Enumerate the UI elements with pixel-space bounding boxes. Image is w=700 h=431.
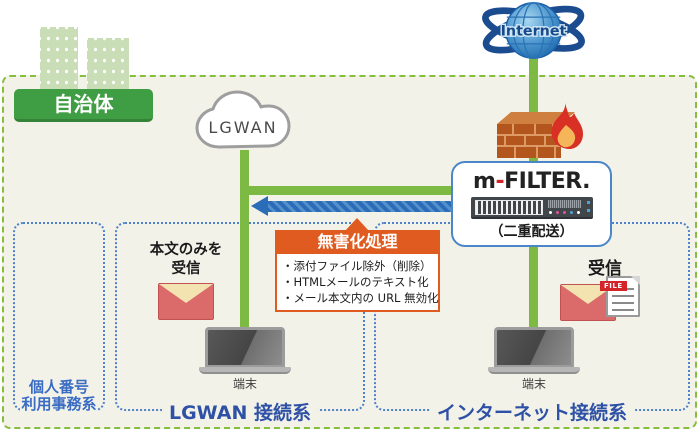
sanitize-item: ・添付ファイル除外（削除） [282,259,432,273]
server-mesh [547,200,581,208]
sanitize-item: ・メール本文内の URL 無効化 [282,291,439,305]
personal-number-zone-label: 個人番号 利用事務系 [10,378,108,413]
internet-segment-label-text: インターネット接続系 [429,402,634,424]
attachment-document-icon [606,276,640,317]
dual-delivery-caption: （二重配送） [489,224,574,240]
server-vents [474,200,543,215]
server-edge-leds [586,201,590,215]
lgwan-segment-label-text: LGWAN 接続系 [161,402,319,424]
municipality-badge: 自治体 [14,89,153,122]
terminal-label: 端末 [521,377,546,391]
mfilter-logo-hyphen: - [495,169,505,194]
mfilter-logo-m: m [473,169,496,194]
receive-body-only-label: 本文のみを 受信 [136,241,236,279]
file-badge: FILE [600,281,627,291]
mail-envelope-icon [158,283,214,320]
firewall-icon [497,103,583,158]
mfilter-appliance-box: m-FILTER. （二重配送） [451,161,612,247]
server-leds [548,211,580,214]
lgwan-cloud-icon: LGWAN [195,90,291,149]
personal-zone-line2: 利用事務系 [20,395,98,413]
document-fold-corner [631,276,640,285]
mail-flow-arrowhead [251,196,268,216]
terminal-label: 端末 [232,377,257,391]
internet-globe-label: Internet [501,23,567,39]
callout-pointer [345,218,369,231]
sanitize-callout: 無害化処理 ・添付ファイル除外（削除） ・HTMLメールのテキスト化 ・メール本… [275,218,440,312]
laptop-screen [205,327,285,368]
mail-flow-arrow [267,201,454,212]
receive-label: 受信 [588,259,622,279]
laptop-icon [488,327,580,374]
internet-segment-label: インターネット接続系 [374,398,690,425]
connector-line [244,186,454,195]
receive-body-only-line1: 本文のみを [149,242,223,258]
lgwan-segment-label: LGWAN 接続系 [115,398,365,425]
sanitize-title: 無害化処理 [275,230,440,254]
personal-zone-line1: 個人番号 [27,378,90,396]
receive-body-only-line2: 受信 [171,261,201,277]
laptop-base [488,367,580,374]
sanitize-item: ・HTMLメールのテキスト化 [282,275,429,289]
mfilter-logo-rest: FILTER. [504,169,590,194]
connector-line [240,150,249,332]
mfilter-logo: m-FILTER. [453,170,610,194]
building-icon [87,38,129,92]
laptop-base [199,367,291,374]
building-icon [40,27,78,92]
server-icon [470,197,593,219]
document-lines [612,288,634,311]
laptop-icon [199,327,291,374]
lgwan-cloud-label: LGWAN [208,118,277,137]
sanitize-list: ・添付ファイル除外（削除） ・HTMLメールのテキスト化 ・メール本文内の UR… [275,254,440,312]
internet-globe-icon: Internet [482,2,585,59]
laptop-screen [494,327,574,368]
connector-line [529,245,538,332]
